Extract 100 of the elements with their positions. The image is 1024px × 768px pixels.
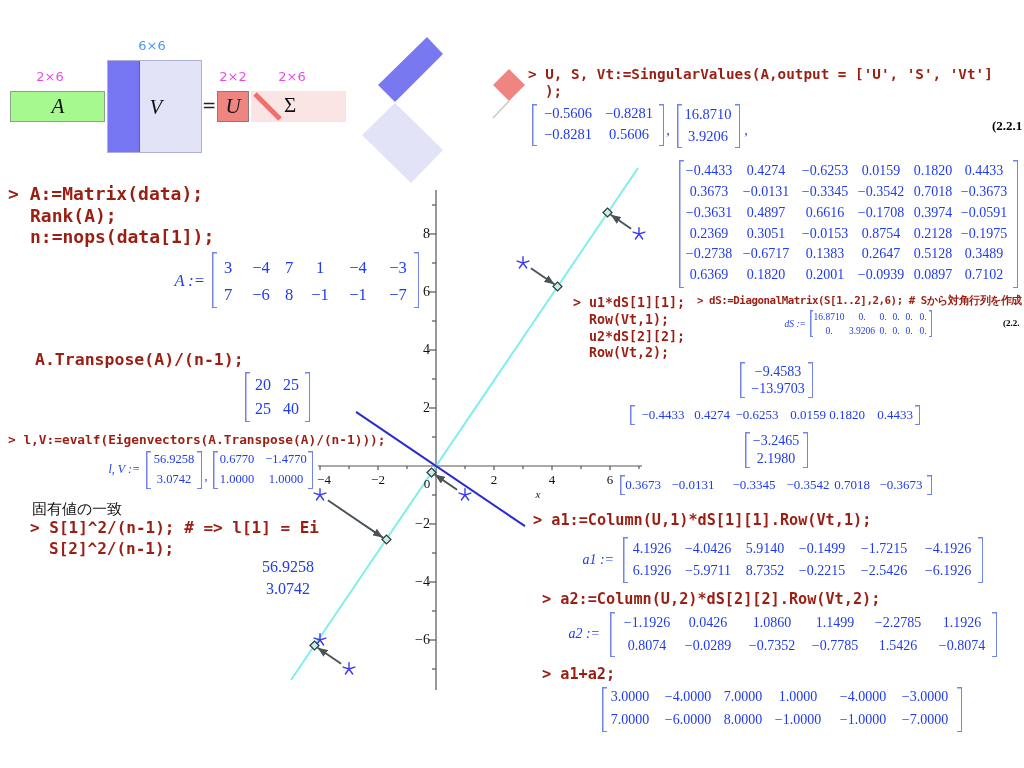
matrix-entry: −0.6717 <box>742 246 790 262</box>
star-marker <box>632 227 646 241</box>
equation-number: (2.2.1 <box>992 118 1023 134</box>
matrix-entry: −2.2785 <box>874 615 922 631</box>
matrix-entry: 0.3974 <box>913 204 953 221</box>
matrix-entry: 0.4897 <box>746 204 786 221</box>
code-line: > a1+a2; <box>542 666 616 684</box>
tick-label: −4 <box>317 472 331 487</box>
matrix-entry: 0.0426 <box>688 615 728 631</box>
matrix-entry: 1.5426 <box>878 638 918 654</box>
matrix-entry: 1.0860 <box>752 615 792 631</box>
tick-label: 2 <box>490 472 498 487</box>
star-marker <box>313 488 327 502</box>
matrix-entry: 56.9258 <box>153 453 195 467</box>
diamond-marker <box>426 466 438 478</box>
matrix-entry: 0.8074 <box>627 638 667 654</box>
matrix-entry: 0. <box>905 325 913 336</box>
matrix-entry: 6.1926 <box>632 563 672 579</box>
matrix-entry: 0.4433 <box>877 407 913 423</box>
matrix-entry: −1.0000 <box>839 712 887 728</box>
diamond-marker <box>380 534 392 546</box>
matrix-entry: 0.1820 <box>829 407 865 423</box>
matrix-entry: −4.0426 <box>684 541 732 557</box>
arrow <box>326 499 384 539</box>
tick-label: −2 <box>415 515 430 533</box>
matrix-entry: −0.0939 <box>857 267 905 283</box>
size-label: 2×6 <box>278 69 306 85</box>
matrix-entry: 1.0000 <box>778 689 818 705</box>
size-label: 2×6 <box>36 69 64 85</box>
matrix-entry: −3.2465 <box>752 433 800 449</box>
matrix-entry: −5.9711 <box>685 563 731 579</box>
matrix-block <box>251 91 346 122</box>
matrix-entry: −1.7215 <box>860 541 908 557</box>
matrix-entry: 0.6369 <box>689 267 729 283</box>
matrix-entry: 16.8710 <box>684 107 732 123</box>
matrix-entry: −1.4770 <box>265 453 307 467</box>
axis-label: x <box>535 487 541 501</box>
matrix-entry: −0.8074 <box>938 638 986 654</box>
comma: , <box>666 122 670 140</box>
matrix-entry: −4.0000 <box>664 689 712 705</box>
matrix-entry: 25 <box>255 400 271 418</box>
matrix-entry: 0.0897 <box>913 267 953 283</box>
matrix-entry: −0.3345 <box>732 477 776 493</box>
matrix-entry: 0. <box>905 311 913 322</box>
matrix-entry: −3.0000 <box>901 689 949 705</box>
arrow <box>316 646 343 665</box>
matrix-entry: −0.7352 <box>748 638 796 654</box>
size-label: 6×6 <box>138 38 166 54</box>
matrix-entry: −0.0131 <box>671 477 715 493</box>
code-line: > a2:=Column(U,2)*dS[2][2].Row(Vt,2); <box>542 591 881 609</box>
code-line: S[2]^2/(n-1); <box>49 539 175 559</box>
matrix-entry: 1 <box>315 258 325 278</box>
star-marker <box>516 256 530 270</box>
matrix-entry: 0.3051 <box>746 225 786 242</box>
code-line: Row(Vt,2); <box>589 345 670 361</box>
code-line: > a1:=Column(U,1)*dS[1][1].Row(Vt,1); <box>533 512 872 530</box>
diamond-marker <box>552 280 564 292</box>
connector-line <box>492 100 510 119</box>
star-marker <box>458 488 472 502</box>
matrix-entry: 8 <box>284 285 294 305</box>
matrix-entry: −0.4433 <box>641 407 685 423</box>
matrix-entry: 7.0000 <box>723 689 763 705</box>
tick-label: 4 <box>548 472 556 487</box>
tick-label: 6 <box>423 283 430 301</box>
arrow <box>609 213 633 230</box>
matrix-entry: −1 <box>349 285 367 305</box>
matrix-entry: 3 <box>223 258 233 278</box>
matrix-entry: 4.1926 <box>632 541 672 557</box>
matrix-block <box>107 60 202 153</box>
matrix-symbol: U <box>225 95 241 119</box>
matrix-entry: −0.3631 <box>685 204 733 221</box>
matrix-entry: −0.0591 <box>960 204 1008 221</box>
tick-label: 0 <box>423 476 431 492</box>
matrix-entry: 0. <box>919 325 927 336</box>
matrix-entry: −0.2215 <box>798 563 846 579</box>
matrix-entry: −1.0000 <box>774 712 822 728</box>
matrix-block <box>217 91 249 122</box>
code-line: > S[1]^2/(n-1); # => l[1] = Ei <box>30 518 319 538</box>
equals-sign: = <box>201 96 217 116</box>
matrix-entry: −0.0131 <box>742 184 790 200</box>
matrix-entry: −0.8281 <box>543 127 593 143</box>
arrow <box>433 473 459 491</box>
matrix-entry: 0. <box>858 311 866 322</box>
note-text: 固有値の一致 <box>32 500 122 518</box>
matrix-entry: 0. <box>825 325 833 336</box>
matrix-entry: 0.3673 <box>689 184 729 200</box>
matrix-entry: 40 <box>283 400 299 418</box>
matrix-entry: −1 <box>311 285 329 305</box>
assignment-label: a2 := <box>568 625 600 643</box>
code-line: n:=nops(data[1]); <box>30 226 215 248</box>
matrix-entry: 16.8710 <box>813 311 845 322</box>
matrix-entry: −0.0153 <box>801 225 849 242</box>
matrix-entry: −0.6253 <box>801 163 849 179</box>
matrix-entry: 0.4274 <box>694 407 730 423</box>
matrix-entry: 8.7352 <box>745 563 785 579</box>
matrix-entry: 0.7102 <box>964 267 1004 283</box>
matrix-entry: −6.0000 <box>664 712 712 728</box>
matrix-entry: 0.6770 <box>219 453 255 467</box>
matrix-entry: 0. <box>892 325 900 336</box>
matrix-entry: −0.1708 <box>857 204 905 221</box>
